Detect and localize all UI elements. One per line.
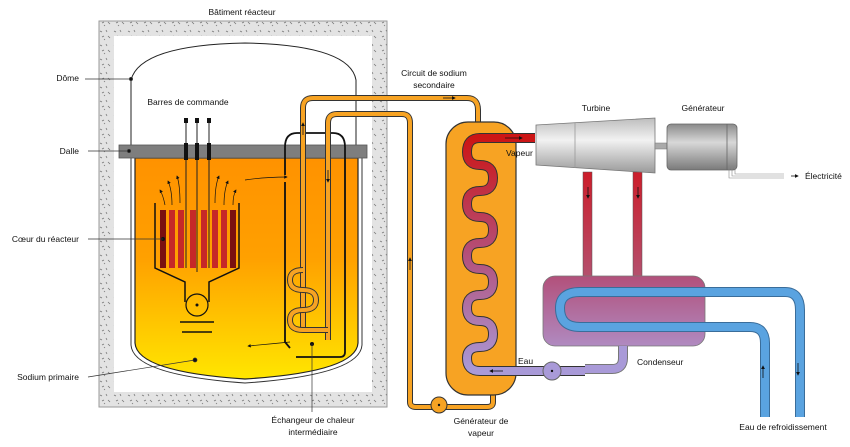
label-dalle: Dalle [60, 146, 80, 156]
label-condenseur: Condenseur [637, 357, 683, 367]
label-vapeur: Vapeur [506, 148, 533, 158]
control-rods [184, 118, 211, 272]
label-echangeur-line1: Échangeur de chaleur [271, 415, 354, 425]
label-coeur: Cœur du réacteur [12, 234, 79, 244]
label-sodium-primaire: Sodium primaire [17, 372, 79, 382]
label-turbine: Turbine [582, 103, 611, 113]
label-circuit-line1: Circuit de sodium [401, 68, 467, 78]
label-generateur: Générateur [682, 103, 725, 113]
leader-lines [85, 77, 313, 412]
label-electricite: Électricité [805, 171, 842, 181]
label-circuit-line2: secondaire [413, 80, 455, 90]
steam-generator [445, 121, 585, 396]
label-eau-refroidissement: Eau de refroidissement [739, 422, 827, 432]
intermediate-heat-exchanger [284, 132, 346, 358]
steam-lines [582, 171, 643, 278]
dome [130, 42, 357, 146]
label-eau: Eau [518, 356, 533, 366]
label-gv-line2: vapeur [468, 428, 494, 438]
flow-arrows [301, 96, 800, 378]
turbine [535, 117, 668, 174]
label-batiment: Bâtiment réacteur [208, 7, 275, 17]
label-echangeur-line2: intermédiaire [288, 427, 337, 437]
label-barres: Barres de commande [147, 97, 229, 107]
label-dome: Dôme [56, 73, 79, 83]
cooling-water-loop [554, 287, 805, 417]
generator [666, 123, 784, 179]
label-gv-line1: Générateur de [454, 416, 509, 426]
feedwater-pump [542, 361, 562, 381]
secondary-pump [430, 396, 448, 414]
labels: Bâtiment réacteur Dôme Barres de command… [12, 7, 842, 438]
